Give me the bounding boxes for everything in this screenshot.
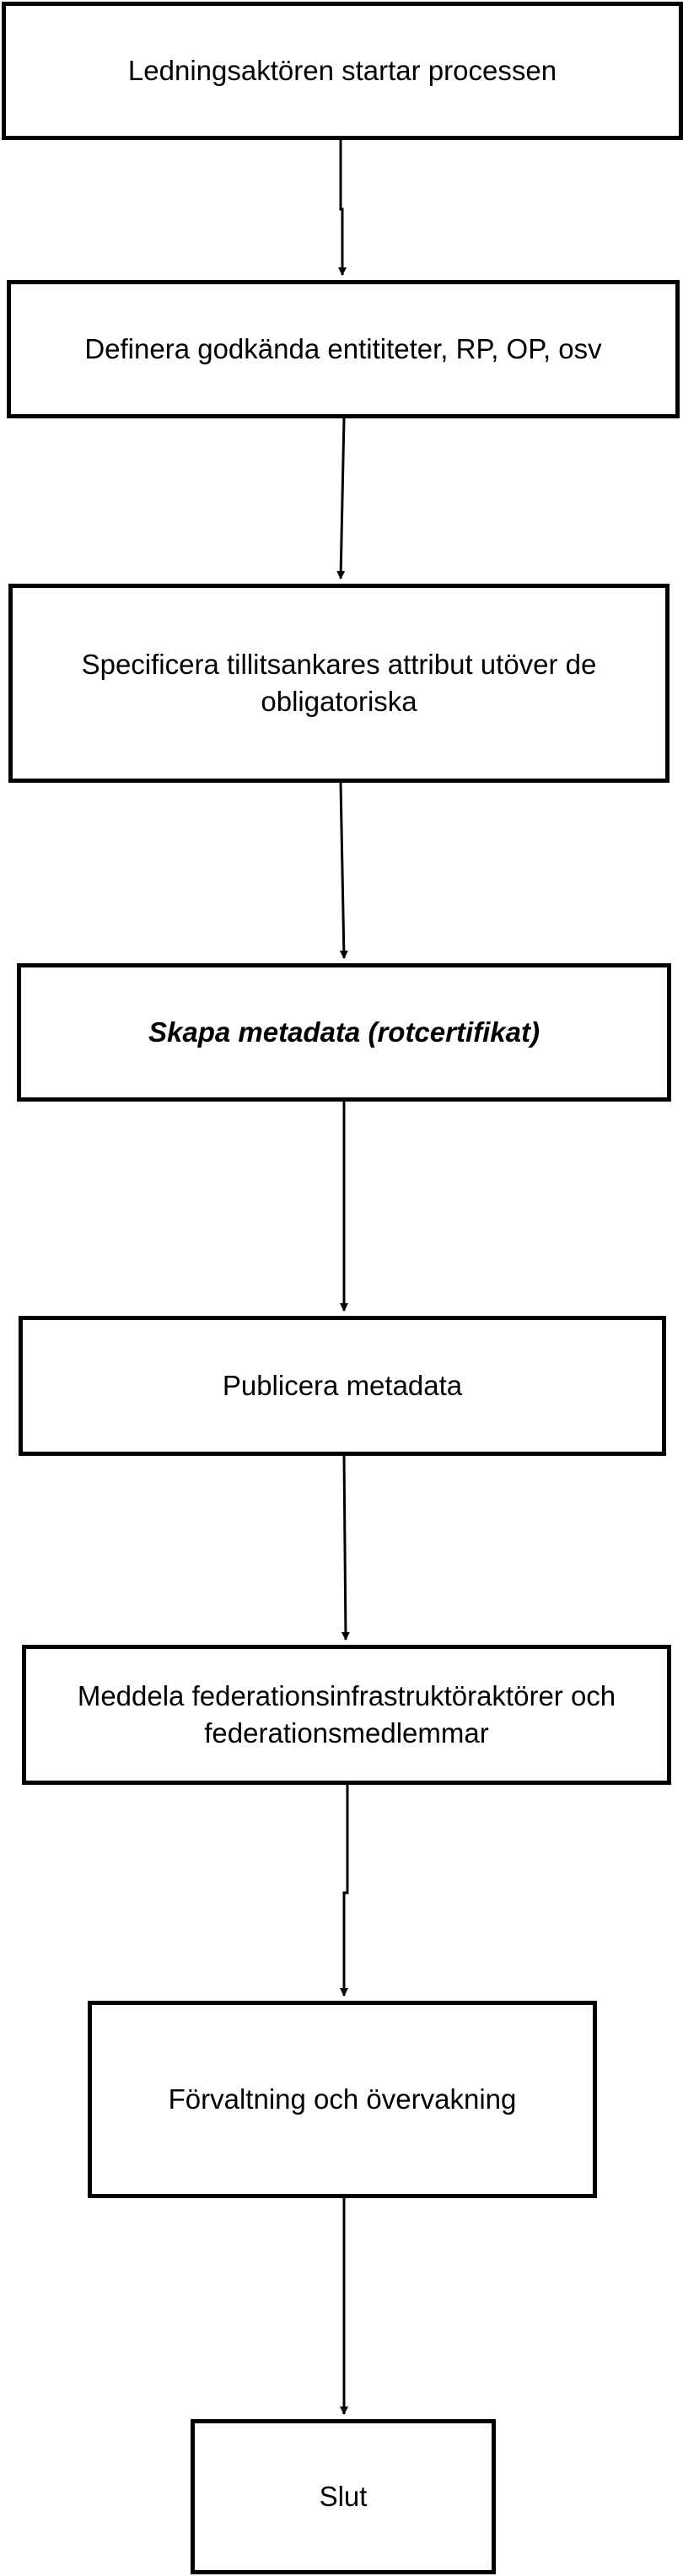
step-label: Publicera metadata (222, 1370, 463, 1401)
step-management-monitoring: Förvaltning och övervakning (88, 2001, 597, 2198)
connector-arrow (336, 418, 346, 579)
step-label: Definera godkända entititeter, RP, OP, o… (84, 333, 602, 364)
step-define-entities: Definera godkända entititeter, RP, OP, o… (7, 280, 680, 418)
step-label: Ledningsaktören startar processen (127, 55, 557, 86)
step-label: Slut (319, 2481, 368, 2512)
connector-arrow (338, 140, 347, 276)
connector-arrow (340, 1785, 349, 1997)
step-create-metadata: Skapa metadata (rotcertifikat) (17, 963, 671, 1102)
step-publish-metadata: Publicera metadata (19, 1316, 666, 1456)
step-label: Specificera tillitsankares attribut utöv… (81, 649, 597, 717)
step-specify-trust-anchor-attributes: Specificera tillitsankares attribut utöv… (8, 584, 670, 783)
step-start-process: Ledningsaktören startar processen (2, 2, 683, 140)
step-label: Meddela federationsinfrastruktöraktörer … (77, 1680, 616, 1749)
step-end: Slut (191, 2419, 496, 2574)
step-notify-members: Meddela federationsinfrastruktöraktörer … (22, 1645, 671, 1785)
step-label: Förvaltning och övervakning (168, 2083, 517, 2115)
connector-arrow (341, 1455, 350, 1641)
step-label: Skapa metadata (rotcertifikat) (148, 1016, 540, 1048)
connector-arrow (339, 782, 348, 959)
